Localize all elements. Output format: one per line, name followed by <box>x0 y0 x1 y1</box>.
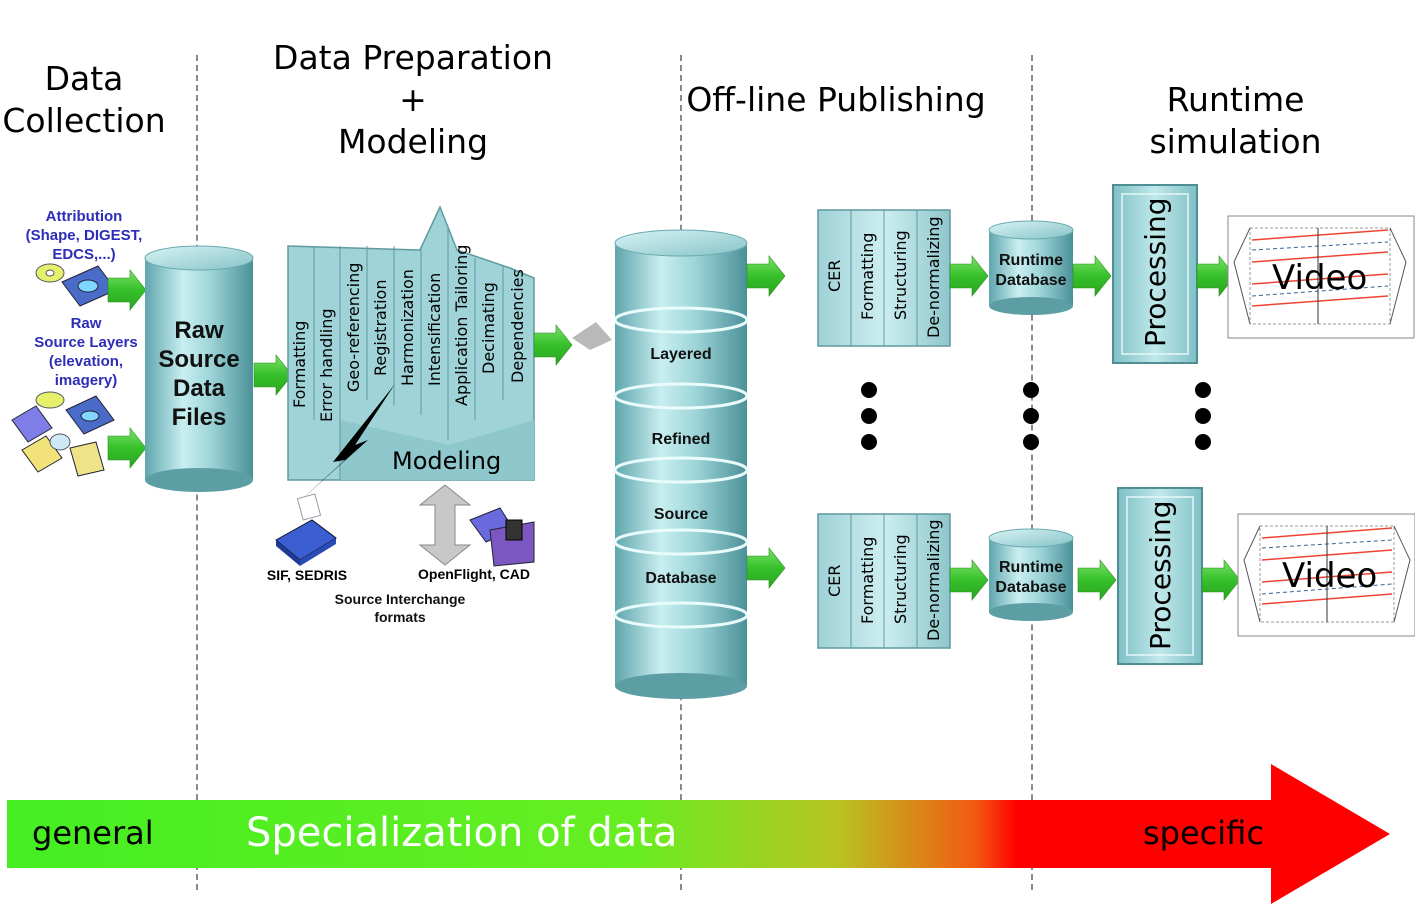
db-layer-database: Database <box>645 570 717 587</box>
ellipsis-dot <box>861 408 877 424</box>
runtime-db-label-bottom: Runtime Database <box>995 559 1067 596</box>
db-layer-layered: Layered <box>650 346 712 363</box>
sedris-drive-icon <box>275 493 337 566</box>
interchange-label: Source Interchange formats <box>334 591 466 625</box>
ellipsis-dot <box>1195 382 1211 398</box>
processing-label-bottom: Processing <box>1144 500 1177 650</box>
prep-step-application-tailoring: Application Tailoring <box>452 244 471 406</box>
pub-step-denormalizing-bottom: De-normalizing <box>924 519 943 641</box>
modeling-label: Modeling <box>392 447 502 475</box>
pub-step-structuring-top: Structuring <box>891 230 910 320</box>
cd-icon-top <box>35 263 117 307</box>
prep-step-formatting: Formatting <box>290 320 309 408</box>
exchange-arrow-icon <box>418 484 472 566</box>
prep-step-intensification: Intensification <box>425 272 444 386</box>
preparation-block <box>287 205 535 508</box>
stage-title-preparation: Data Preparation + Modeling <box>273 38 553 161</box>
processing-label-top: Processing <box>1139 197 1172 347</box>
video-label-top: Video <box>1272 258 1368 298</box>
layered-database-stack <box>613 229 749 699</box>
pub-step-cer-bottom: CER <box>825 564 844 597</box>
video-screen-top <box>1227 215 1415 339</box>
processing-box-bottom <box>1117 487 1203 665</box>
pub-step-cer-top: CER <box>825 259 844 292</box>
ellipsis-dot <box>1023 434 1039 450</box>
db-layer-refined: Refined <box>651 431 711 448</box>
stage-title-publishing: Off-line Publishing <box>686 80 986 119</box>
prep-step-decimating: Decimating <box>479 282 498 374</box>
stage-title-collection: Data Collection <box>2 59 166 140</box>
sif-label: SIF, SEDRIS <box>266 567 348 583</box>
arrow-specific-label: specific <box>1143 814 1264 852</box>
runtime-db-label-top: Runtime Database <box>995 252 1067 289</box>
video-screen-bottom <box>1237 513 1415 637</box>
ellipsis-dot <box>861 434 877 450</box>
arrow-title-label: Specialization of data <box>246 810 678 856</box>
ellipsis-dot <box>1023 382 1039 398</box>
arrow-general-label: general <box>32 814 154 852</box>
prep-step-dependencies: Dependencies <box>508 269 527 383</box>
cad-files-icon <box>469 507 535 567</box>
runtime-db-bottom <box>988 528 1074 621</box>
ellipsis-dot <box>1195 408 1211 424</box>
attribution-label: Attribution (Shape, DIGEST, EDCS,...) <box>25 208 143 263</box>
pub-step-denormalizing-top: De-normalizing <box>924 216 943 338</box>
raw-source-cylinder <box>144 245 254 492</box>
divider-3 <box>1031 55 1033 890</box>
publishing-block-top <box>817 209 951 347</box>
runtime-db-top <box>988 220 1074 315</box>
media-icons-bottom <box>11 391 115 477</box>
source-layers-label: Raw Source Layers (elevation, imagery) <box>34 315 138 389</box>
ellipsis-dot <box>861 382 877 398</box>
video-label-bottom: Video <box>1282 556 1378 596</box>
openflight-label: OpenFlight, CAD <box>418 566 530 582</box>
publishing-block-bottom <box>817 513 951 649</box>
raw-source-label: Raw Source Data Files <box>158 317 240 431</box>
pub-step-formatting-top: Formatting <box>858 232 877 320</box>
specialization-arrow <box>7 764 1390 904</box>
ellipsis-dot <box>1195 434 1211 450</box>
stage-title-runtime: Runtime simulation <box>1149 80 1322 161</box>
prep-step-geo-referencing: Geo-referencing <box>344 262 363 392</box>
prep-step-error-handling: Error handling <box>317 308 336 422</box>
prep-step-harmonization: Harmonization <box>398 269 417 386</box>
ellipsis-dot <box>1023 408 1039 424</box>
prep-step-registration: Registration <box>371 279 390 376</box>
pub-step-structuring-bottom: Structuring <box>891 534 910 624</box>
processing-box-top <box>1112 184 1198 364</box>
pub-step-formatting-bottom: Formatting <box>858 536 877 624</box>
db-layer-source: Source <box>653 506 709 523</box>
